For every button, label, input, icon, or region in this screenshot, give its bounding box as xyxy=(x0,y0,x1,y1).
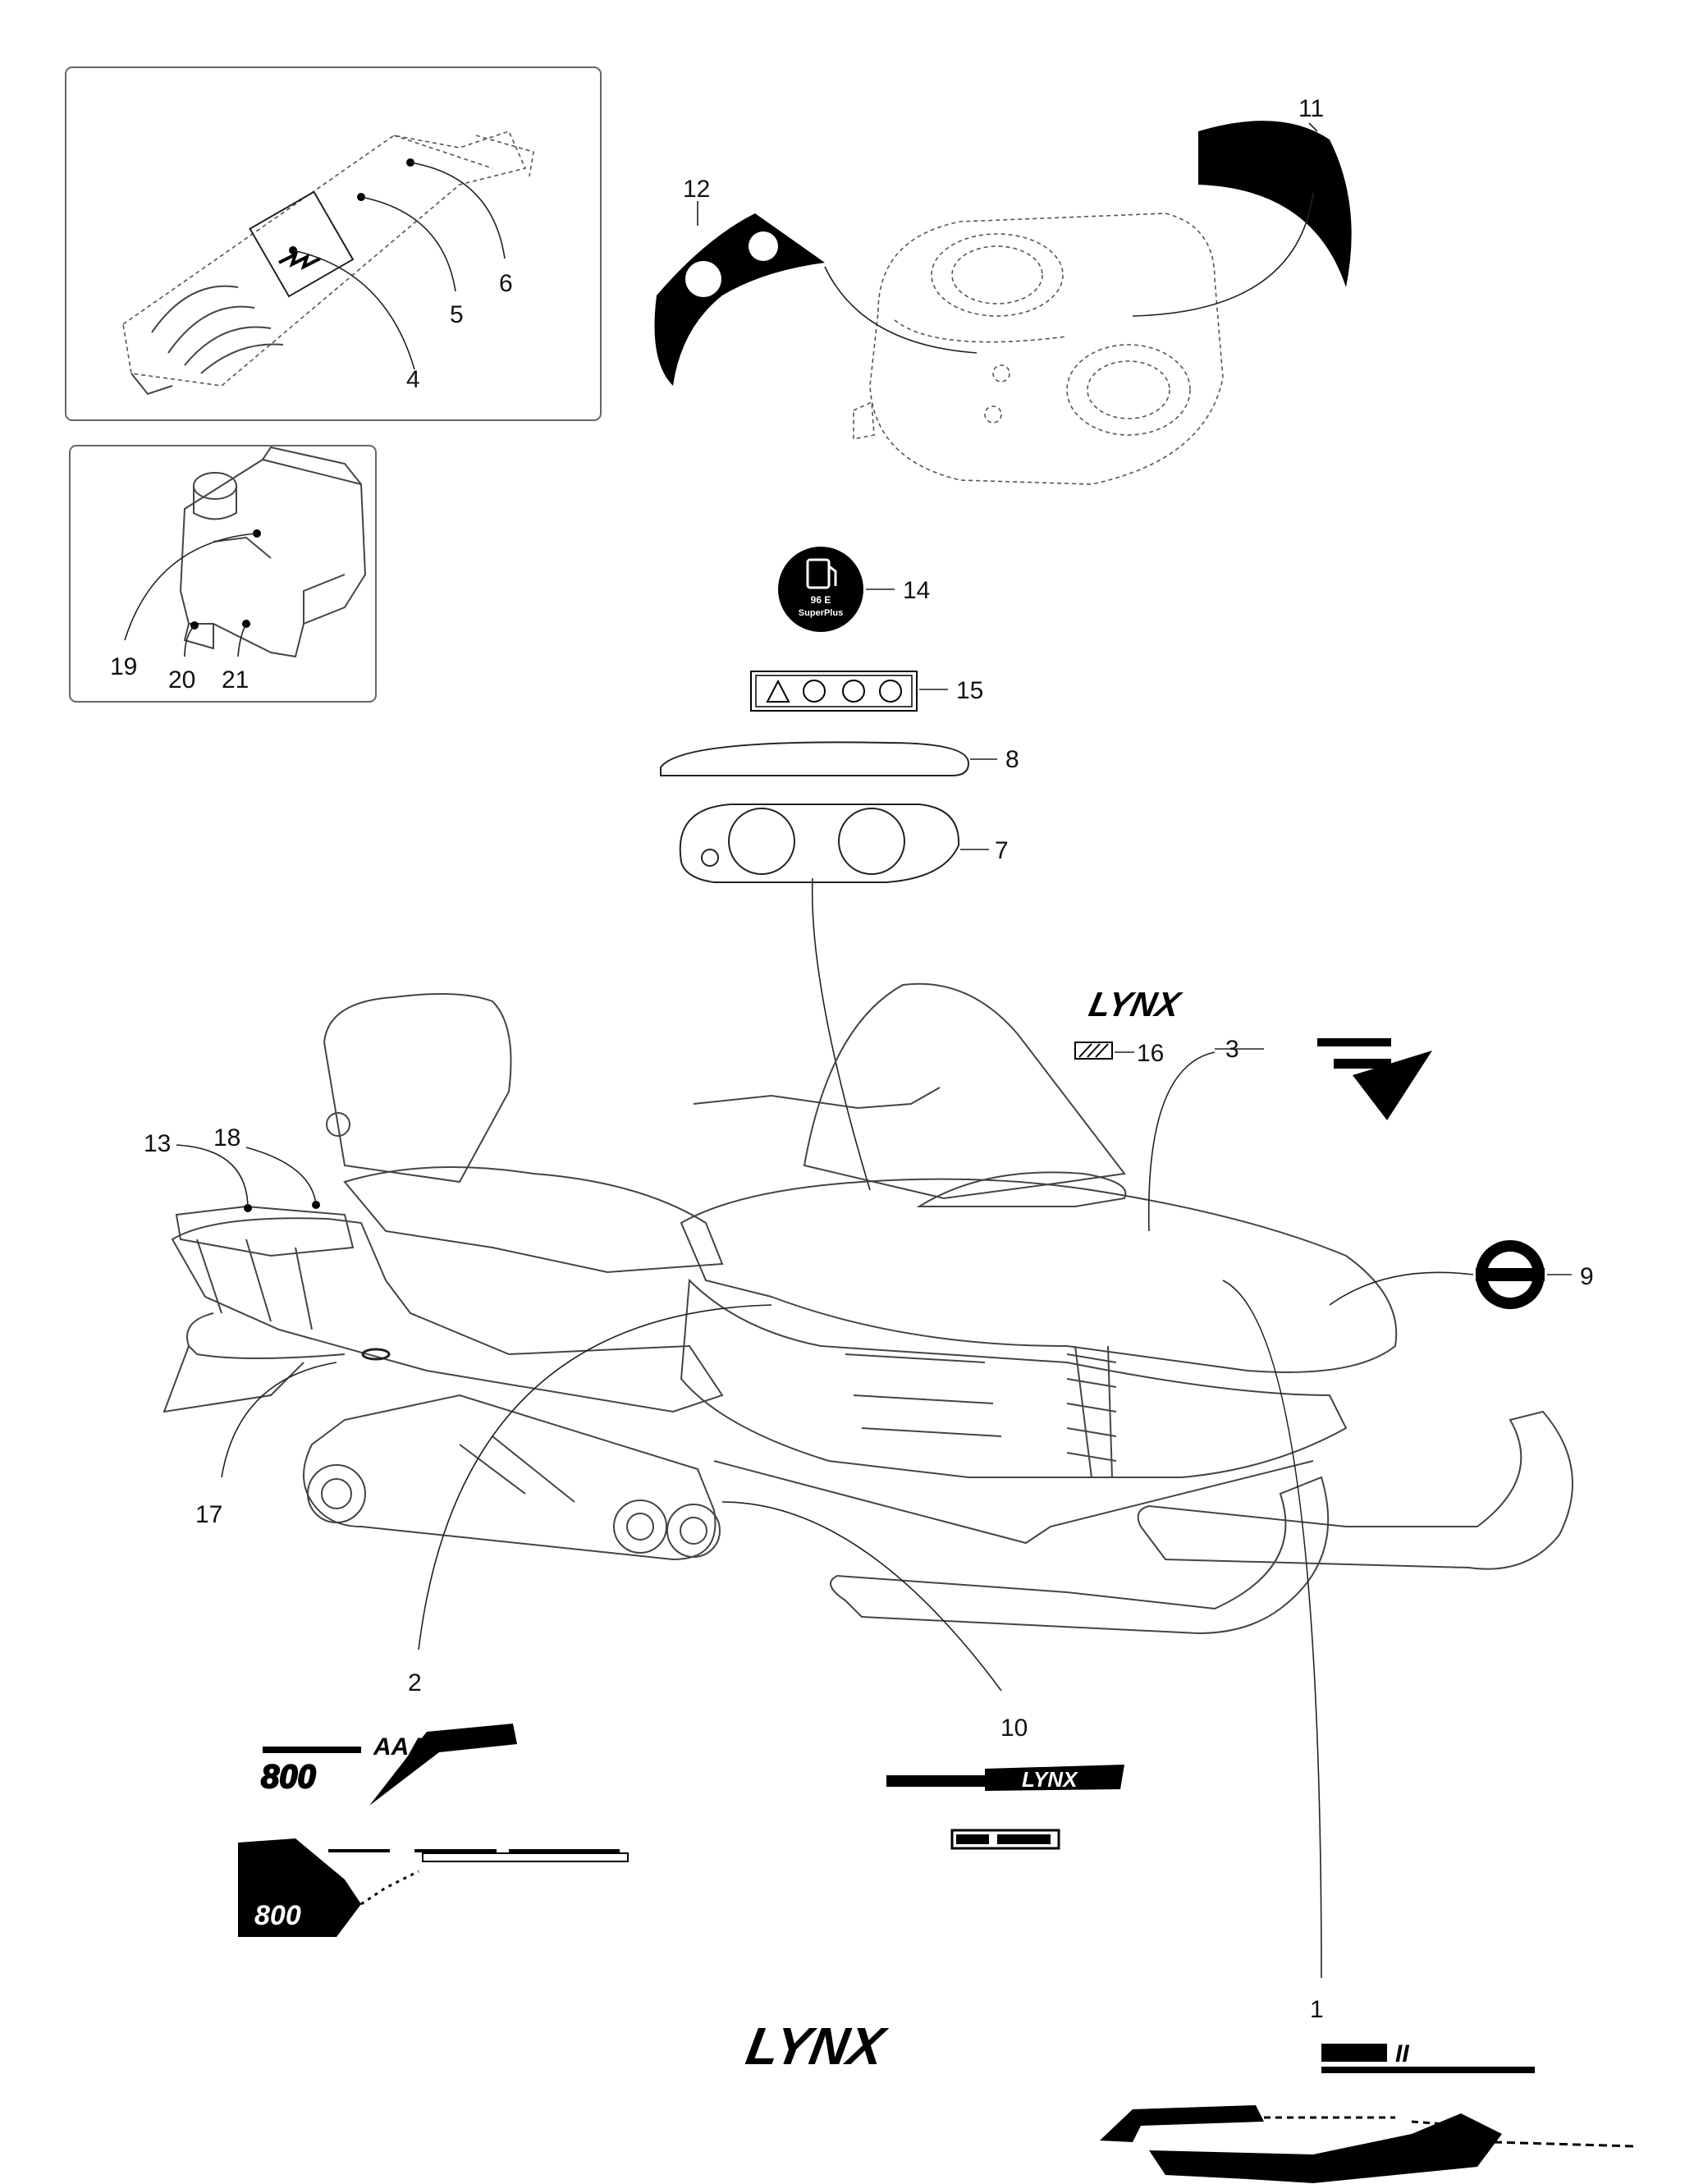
console-group: 11 12 xyxy=(654,95,1352,485)
leader-5 xyxy=(360,196,456,292)
callout-9: 9 xyxy=(1580,1263,1594,1290)
side-panel xyxy=(680,1278,1348,1478)
inset-rear-cover: 4 5 6 xyxy=(65,66,602,421)
tunnel xyxy=(171,1217,724,1413)
seat xyxy=(343,1166,724,1274)
decal-3: LYNX xyxy=(1086,985,1432,1120)
gear-icon xyxy=(842,680,865,703)
leader-1 xyxy=(1222,1280,1322,1979)
decal-10-upper: LYNX xyxy=(886,1765,1124,1792)
callout-7: 7 xyxy=(995,837,1009,864)
leader-6 xyxy=(410,162,506,259)
callout-3: 3 xyxy=(1225,1036,1239,1063)
console-part xyxy=(853,213,1224,485)
track xyxy=(303,1394,717,1561)
leader-13 xyxy=(176,1144,249,1207)
svg-text:LYNX: LYNX xyxy=(742,2017,891,2075)
callout-10: 10 xyxy=(1000,1715,1028,1742)
decal-1-lower xyxy=(1100,2105,1634,2183)
oil-tank-part xyxy=(179,446,367,658)
leader-11-top xyxy=(1308,122,1318,132)
reflector xyxy=(361,1348,391,1361)
decal-9 xyxy=(1476,1240,1545,1309)
svg-text:LYNX: LYNX xyxy=(1086,985,1185,1023)
decal-12 xyxy=(654,213,825,386)
warning-triangle-icon xyxy=(766,679,790,703)
person-icon xyxy=(879,680,902,703)
snow-flap xyxy=(163,1345,304,1413)
callout-4: 4 xyxy=(406,366,420,393)
hood xyxy=(680,1178,1398,1373)
windshield xyxy=(803,982,1126,1200)
decal-10-lower xyxy=(950,1829,1060,1850)
svg-text:800: 800 xyxy=(261,1759,316,1795)
fuel-label-line1: 96 E xyxy=(811,594,831,606)
fuel-label-line2: SuperPlus xyxy=(799,608,843,618)
decal-2-upper: AAA 800 xyxy=(260,1724,517,1806)
svg-text:LYNX: LYNX xyxy=(1022,1767,1078,1792)
decal-2-lower: 800 xyxy=(238,1838,629,1937)
leader-19 xyxy=(124,533,258,641)
callout-5: 5 xyxy=(450,301,464,328)
decal-16 xyxy=(1074,1042,1113,1060)
callout-20: 20 xyxy=(168,666,195,694)
handlebar xyxy=(693,1087,941,1110)
vent xyxy=(916,1171,1127,1207)
callout-1: 1 xyxy=(1310,1996,1324,2023)
leader-18 xyxy=(245,1147,317,1206)
callout-12: 12 xyxy=(683,176,710,203)
snowmobile xyxy=(163,982,1573,1635)
callout-13: 13 xyxy=(144,1130,171,1157)
leader-2 xyxy=(418,1304,772,1651)
idler-wheel xyxy=(666,1504,721,1558)
callout-2: 2 xyxy=(408,1669,422,1696)
decal-14-fuel: 96 E SuperPlus xyxy=(778,547,863,632)
callout-11: 11 xyxy=(1298,95,1324,122)
callout-16: 16 xyxy=(1137,1040,1164,1067)
info-icon xyxy=(803,680,826,703)
idler-wheel xyxy=(307,1464,366,1523)
callout-14: 14 xyxy=(903,577,930,604)
svg-text:II: II xyxy=(1395,2040,1409,2067)
svg-text:800: 800 xyxy=(254,1900,301,1931)
callout-17: 17 xyxy=(195,1501,222,1528)
rear-bumper xyxy=(186,1312,346,1359)
a-arm xyxy=(713,1460,1314,1545)
leader-9-in xyxy=(1329,1271,1474,1306)
callout-15: 15 xyxy=(956,677,983,704)
shock xyxy=(1074,1345,1113,1478)
callout-6: 6 xyxy=(499,270,513,297)
leader-4 xyxy=(292,250,415,370)
rear-cover-part xyxy=(122,130,534,396)
leader-10 xyxy=(721,1501,1002,1692)
rear-rack xyxy=(175,1205,355,1257)
pointer-dot-13 xyxy=(244,1204,252,1212)
ski-left xyxy=(830,1476,1330,1635)
decal-8 xyxy=(660,741,970,776)
backrest-knob xyxy=(326,1112,350,1137)
idler-wheel xyxy=(613,1499,667,1554)
callout-8: 8 xyxy=(1005,746,1019,773)
callout-19: 19 xyxy=(110,653,137,680)
backrest xyxy=(323,993,512,1184)
inset-oil-tank: 19 20 21 xyxy=(69,445,377,703)
leader-21 xyxy=(237,623,247,657)
decal-7 xyxy=(679,804,960,883)
callout-18: 18 xyxy=(213,1124,240,1152)
inset-frame xyxy=(65,66,602,421)
leader-3 xyxy=(1147,1051,1216,1232)
leader-17 xyxy=(221,1362,337,1478)
decal-15-warning xyxy=(750,671,918,712)
decal-11 xyxy=(1198,121,1352,287)
callout-21: 21 xyxy=(222,666,249,694)
decal-1-upper: LYNX II xyxy=(742,2017,1535,2076)
leader-7-down xyxy=(811,877,871,1191)
leader-11 xyxy=(1132,192,1314,317)
leader-20 xyxy=(184,625,195,657)
ski-right xyxy=(1137,1410,1573,1570)
leader-12 xyxy=(824,266,977,354)
